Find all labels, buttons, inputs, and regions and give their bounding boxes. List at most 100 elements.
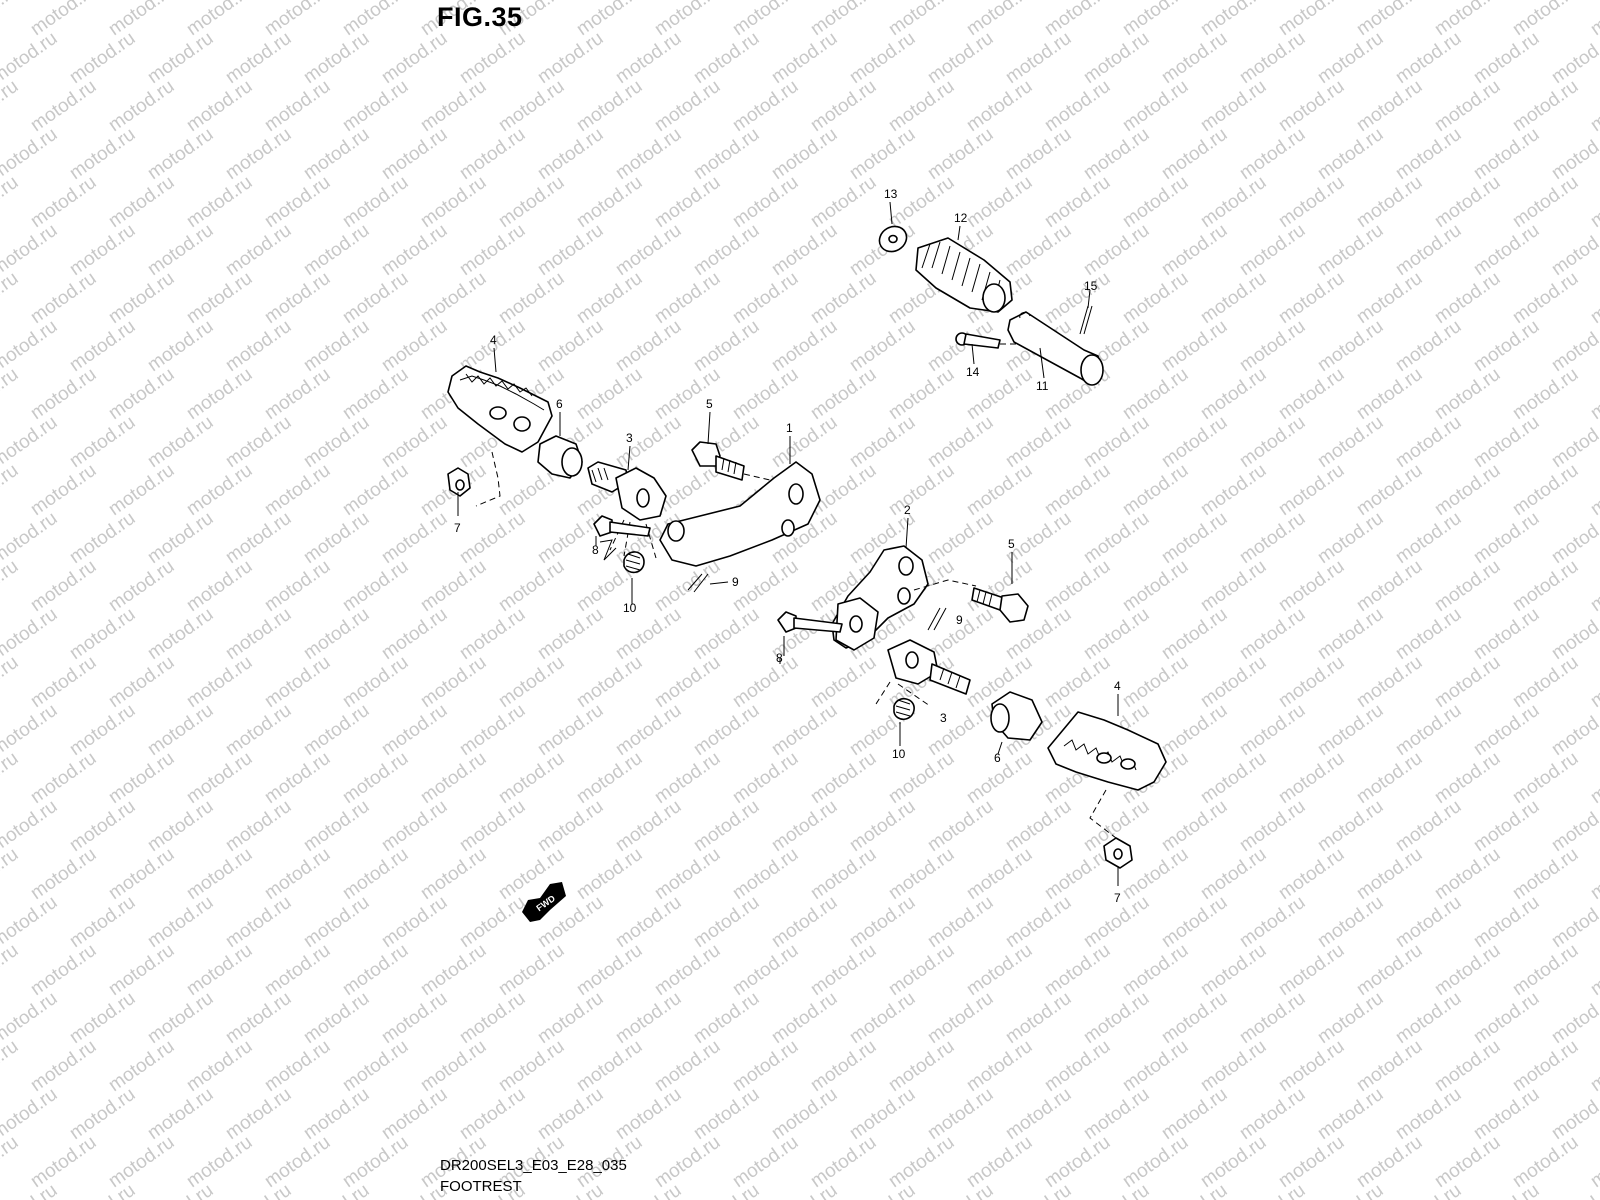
left-collar-part-6 bbox=[537, 435, 583, 479]
watermark-text: motod.ru bbox=[612, 1084, 685, 1144]
watermark-text: motod.ru bbox=[261, 364, 334, 424]
watermark-text: motod.ru bbox=[0, 844, 22, 904]
watermark-text: motod.ru bbox=[222, 988, 295, 1048]
figure-caption: FOOTREST bbox=[440, 1178, 522, 1195]
watermark-text: motod.ru bbox=[144, 124, 217, 184]
watermark-text: motod.ru bbox=[534, 700, 607, 760]
callout-numbers: 1 3 4 5 6 7 8 9 10 2 3 4 5 6 7 8 9 10 11… bbox=[454, 187, 1121, 905]
watermark-text: motod.ru bbox=[729, 556, 802, 616]
left-spring-part-10 bbox=[623, 551, 645, 604]
watermark-text: motod.ru bbox=[807, 1132, 880, 1192]
watermark-text: motod.ru bbox=[1314, 316, 1387, 376]
watermark-text: motod.ru bbox=[1041, 172, 1114, 232]
watermark-text: motod.ru bbox=[768, 700, 841, 760]
watermark-text: motod.ru bbox=[885, 460, 958, 520]
watermark-text: motod.ru bbox=[378, 124, 451, 184]
watermark-text: motod.ru bbox=[495, 76, 568, 136]
watermark-text: motod.ru bbox=[1041, 460, 1114, 520]
watermark-text: motod.ru bbox=[1197, 748, 1270, 808]
watermark-text: motod.ru bbox=[573, 268, 646, 328]
callout-right-6: 6 bbox=[994, 751, 1001, 765]
watermark-text: motod.ru bbox=[573, 364, 646, 424]
watermark-text: motod.ru bbox=[339, 268, 412, 328]
rear-peg-shaft-part-11 bbox=[1007, 311, 1104, 386]
watermark-text: motod.ru bbox=[729, 652, 802, 712]
watermark-text: motod.ru bbox=[807, 0, 880, 40]
watermark-text: motod.ru bbox=[105, 748, 178, 808]
watermark-text: motod.ru bbox=[846, 892, 919, 952]
left-bracket-part-1 bbox=[659, 461, 821, 567]
watermark-text: motod.ru bbox=[1236, 124, 1309, 184]
watermark-text: motod.ru bbox=[1275, 268, 1348, 328]
watermark-text: motod.ru bbox=[690, 700, 763, 760]
watermark-text: motod.ru bbox=[222, 28, 295, 88]
watermark-text: motod.ru bbox=[885, 0, 958, 40]
watermark-text: motod.ru bbox=[534, 220, 607, 280]
watermark-text: motod.ru bbox=[1080, 988, 1153, 1048]
watermark-text: motod.ru bbox=[1275, 1132, 1348, 1192]
watermark-text: motod.ru bbox=[144, 220, 217, 280]
watermark-text: motod.ru bbox=[534, 124, 607, 184]
callout-left-7: 7 bbox=[454, 521, 461, 535]
watermark-text: motod.ru bbox=[417, 76, 490, 136]
watermark-text: motod.ru bbox=[1314, 988, 1387, 1048]
watermark-text: motod.ru bbox=[534, 28, 607, 88]
watermark-text: motod.ru bbox=[1587, 1036, 1600, 1096]
watermark-text: motod.ru bbox=[1548, 124, 1600, 184]
watermark-text: motod.ru bbox=[1392, 1180, 1465, 1200]
callout-right-2: 2 bbox=[904, 503, 911, 517]
watermark-text: motod.ru bbox=[1509, 652, 1582, 712]
watermark-text: motod.ru bbox=[222, 700, 295, 760]
watermark-text: motod.ru bbox=[66, 508, 139, 568]
right-bolt-part-5 bbox=[971, 587, 1029, 623]
watermark-text: motod.ru bbox=[1119, 268, 1192, 328]
watermark-text: motod.ru bbox=[105, 556, 178, 616]
watermark-text: motod.ru bbox=[1119, 76, 1192, 136]
watermark-text: motod.ru bbox=[1236, 1180, 1309, 1200]
watermark-text: motod.ru bbox=[261, 748, 334, 808]
watermark-text: motod.ru bbox=[1002, 220, 1075, 280]
watermark-text: motod.ru bbox=[1509, 748, 1582, 808]
watermark-text: motod.ru bbox=[1080, 1180, 1153, 1200]
watermark-text: motod.ru bbox=[1353, 1036, 1426, 1096]
watermark-text: motod.ru bbox=[729, 172, 802, 232]
watermark-text: motod.ru bbox=[105, 0, 178, 40]
watermark-text: motod.ru bbox=[534, 316, 607, 376]
watermark-text: motod.ru bbox=[1197, 1036, 1270, 1096]
watermark-text: motod.ru bbox=[222, 892, 295, 952]
watermark-text: motod.ru bbox=[1080, 1084, 1153, 1144]
watermark-text: motod.ru bbox=[963, 172, 1036, 232]
watermark-text: motod.ru bbox=[1470, 316, 1543, 376]
watermark-text: motod.ru bbox=[846, 1084, 919, 1144]
watermark-text: motod.ru bbox=[729, 268, 802, 328]
callout-left-3: 3 bbox=[626, 431, 633, 445]
watermark-text: motod.ru bbox=[1197, 268, 1270, 328]
watermark-text: motod.ru bbox=[0, 268, 22, 328]
watermark-text: motod.ru bbox=[1587, 460, 1600, 520]
watermark-text: motod.ru bbox=[339, 76, 412, 136]
watermark-text: motod.ru bbox=[729, 0, 802, 40]
watermark-text: motod.ru bbox=[1587, 1132, 1600, 1192]
watermark-text: motod.ru bbox=[924, 412, 997, 472]
watermark-text: motod.ru bbox=[1353, 172, 1426, 232]
watermark-text: motod.ru bbox=[1587, 0, 1600, 40]
watermark-text: motod.ru bbox=[1158, 220, 1231, 280]
watermark-text: motod.ru bbox=[417, 1036, 490, 1096]
watermark-text: motod.ru bbox=[885, 1132, 958, 1192]
watermark-text: motod.ru bbox=[573, 652, 646, 712]
watermark-text: motod.ru bbox=[261, 172, 334, 232]
watermark-text: motod.ru bbox=[1431, 0, 1504, 40]
watermark-text: motod.ru bbox=[690, 220, 763, 280]
right-footpeg-part-4 bbox=[1047, 711, 1167, 839]
watermark-text: motod.ru bbox=[1431, 364, 1504, 424]
watermark-text: motod.ru bbox=[651, 1132, 724, 1192]
rear-rubber-grip-part-12 bbox=[915, 237, 1013, 313]
callout-right-9: 9 bbox=[956, 613, 963, 627]
watermark-text: motod.ru bbox=[1509, 1132, 1582, 1192]
watermark-text: motod.ru bbox=[846, 412, 919, 472]
watermark-text: motod.ru bbox=[144, 700, 217, 760]
watermark-text: motod.ru bbox=[885, 172, 958, 232]
watermark-text: motod.ru bbox=[1236, 508, 1309, 568]
watermark-text: motod.ru bbox=[417, 556, 490, 616]
watermark-text: motod.ru bbox=[1197, 652, 1270, 712]
